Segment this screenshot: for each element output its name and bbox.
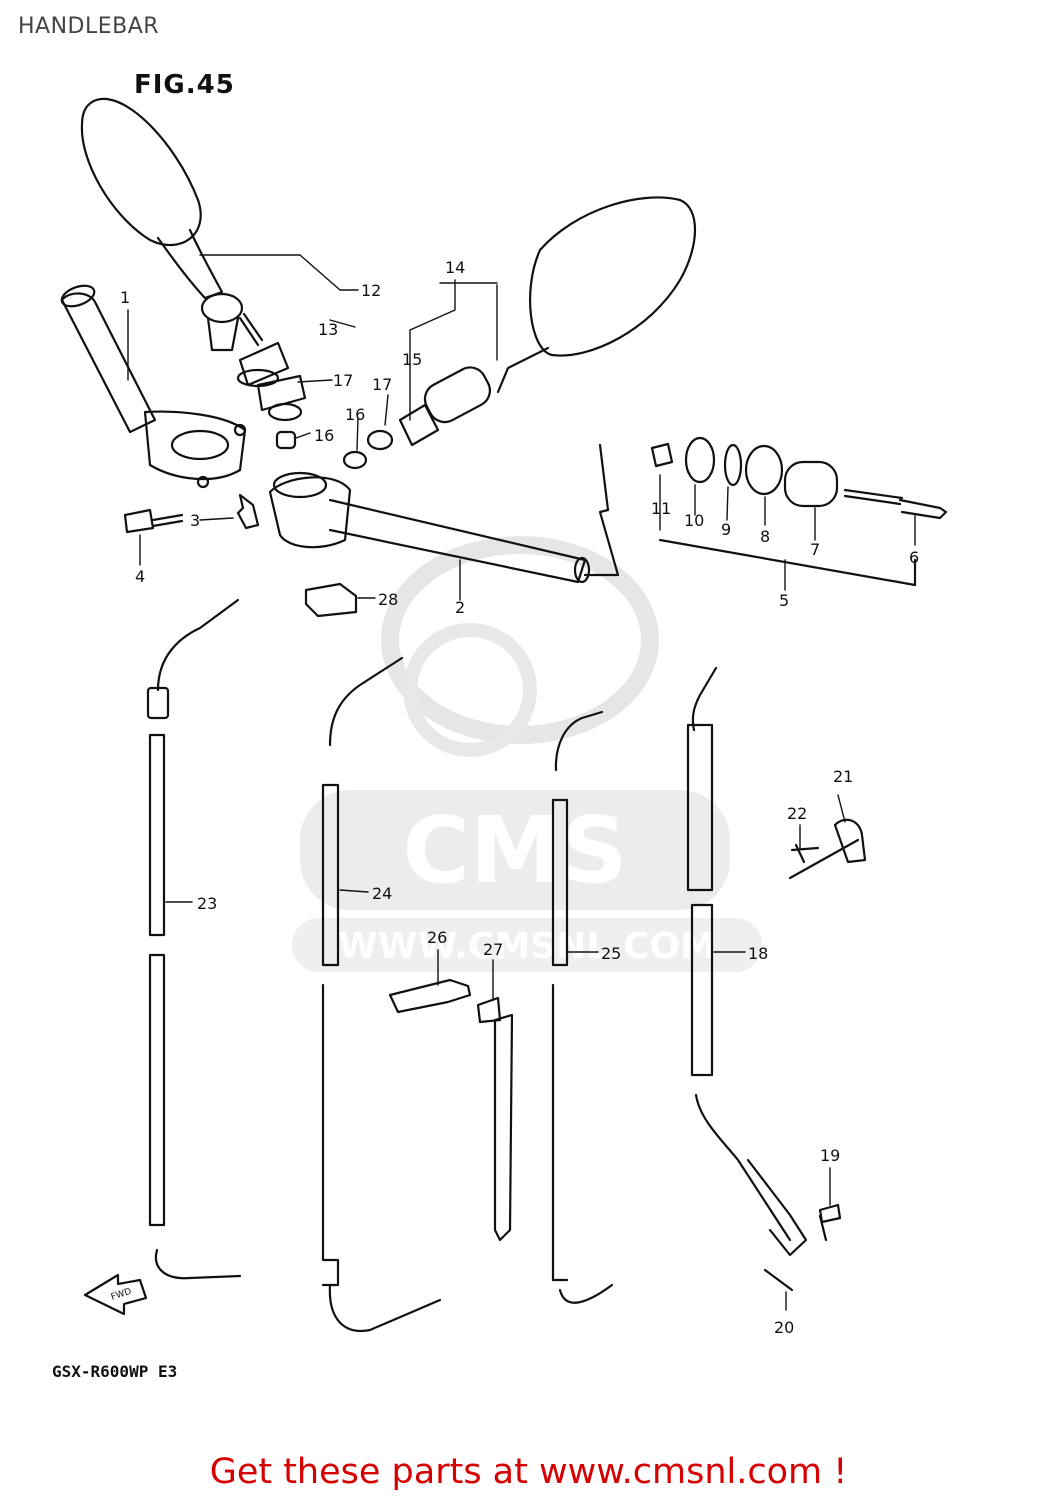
callout-6: 6 — [909, 548, 919, 567]
left-handlebar — [60, 284, 247, 489]
callout-17b: 17 — [372, 375, 392, 394]
callout-7: 7 — [810, 540, 820, 559]
callout-11: 11 — [651, 499, 671, 518]
callout-4: 4 — [135, 567, 145, 586]
callout-13: 13 — [318, 320, 338, 339]
callout-8: 8 — [760, 527, 770, 546]
figure-label: FIG.45 — [134, 70, 235, 100]
callout-20: 20 — [774, 1318, 794, 1337]
block-28 — [304, 582, 358, 618]
cable-25 — [551, 710, 614, 1304]
callout-26: 26 — [427, 928, 447, 947]
cable-24 — [321, 656, 442, 1332]
callout-16b: 16 — [314, 426, 334, 445]
page-title: HANDLEBAR — [18, 14, 160, 39]
left-mirror — [80, 97, 264, 352]
fwd-arrow-icon: FWD — [83, 1273, 148, 1316]
bar-end-assembly — [650, 436, 948, 587]
callout-14: 14 — [445, 258, 465, 277]
callout-18: 18 — [748, 944, 768, 963]
watermark-url: WWW.CMSNL.COM — [338, 926, 716, 967]
callout-numbers: 1 2 3 4 5 6 7 8 9 10 11 12 13 14 15 16 1… — [120, 258, 919, 1337]
leader-lines — [127, 254, 916, 1311]
callout-25: 25 — [601, 944, 621, 963]
callout-28: 28 — [378, 590, 398, 609]
callout-15: 15 — [402, 350, 422, 369]
cable-23 — [146, 598, 242, 1280]
callout-17a: 17 — [333, 371, 353, 390]
callout-16a: 16 — [345, 405, 365, 424]
cta-link[interactable]: Get these parts at www.cmsnl.com ! — [209, 1452, 848, 1492]
callout-19: 19 — [820, 1146, 840, 1165]
small-fittings — [388, 818, 867, 1292]
callout-2: 2 — [455, 598, 465, 617]
callout-21: 21 — [833, 767, 853, 786]
callout-5: 5 — [779, 591, 789, 610]
callout-12: 12 — [361, 281, 381, 300]
right-handlebar — [268, 443, 620, 584]
cable-18 — [686, 666, 808, 1257]
right-mirror — [398, 196, 697, 447]
callout-10: 10 — [684, 511, 704, 530]
model-code: GSX-R600WP E3 — [52, 1362, 178, 1381]
fwd-label: FWD — [110, 1287, 133, 1303]
bolts-3-4 — [123, 493, 260, 534]
callout-1: 1 — [120, 288, 130, 307]
callout-9: 9 — [721, 520, 731, 539]
callout-24: 24 — [372, 884, 392, 903]
watermark-brand: CMS — [402, 797, 627, 904]
mirror-mount-parts — [236, 341, 394, 470]
watermark: CMS WWW.CMSNL.COM — [292, 536, 762, 972]
callout-23: 23 — [197, 894, 217, 913]
callout-22: 22 — [787, 804, 807, 823]
callout-3: 3 — [190, 511, 200, 530]
callout-27: 27 — [483, 940, 503, 959]
